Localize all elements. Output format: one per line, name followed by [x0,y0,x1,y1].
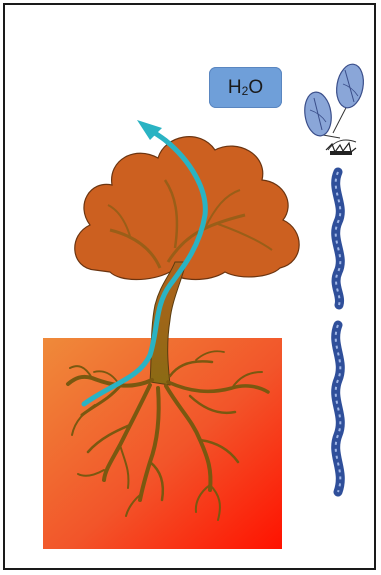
xylem-strand-icon [336,172,341,305]
h2o-label-main: H [228,77,242,99]
h2o-label-subscript: 2 [242,84,249,98]
h2o-label-end: O [248,77,263,99]
xylem-strand-lower-icon [336,325,341,492]
stomata-cells-icon [302,62,367,155]
